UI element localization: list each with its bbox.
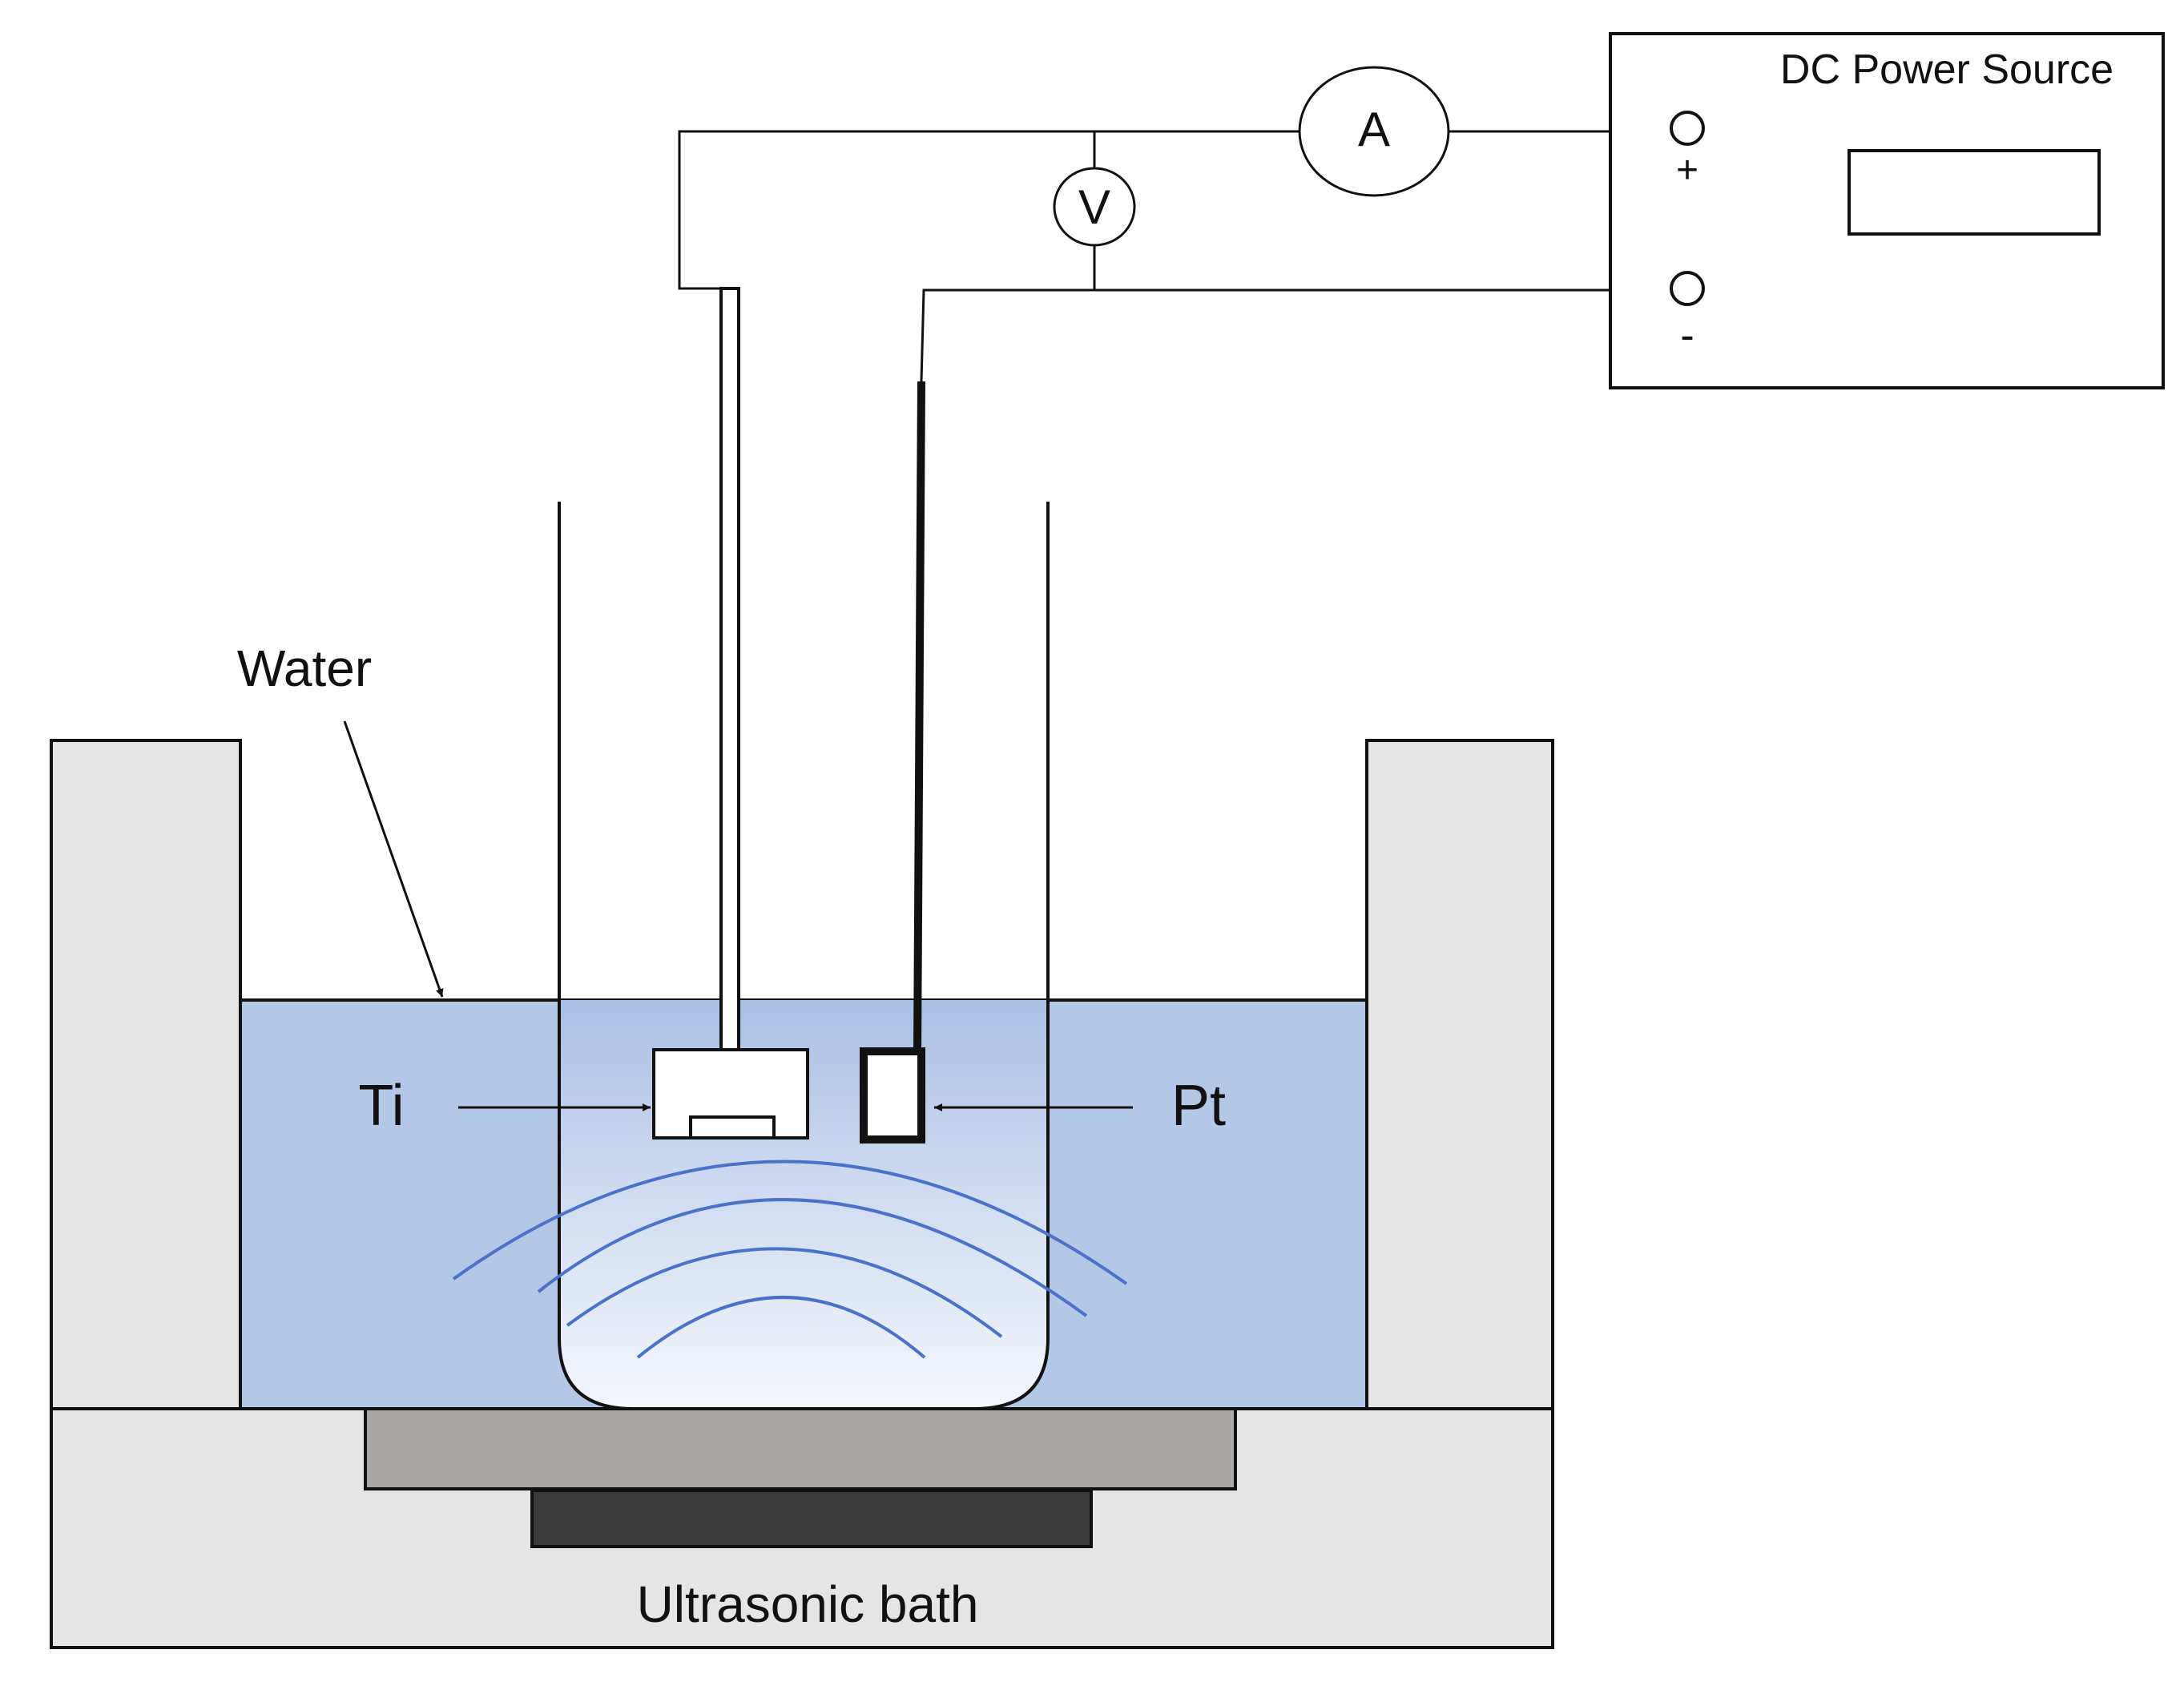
water-arrow bbox=[343, 720, 444, 998]
bath-right-wall bbox=[1365, 739, 1554, 1412]
ti-label: Ti bbox=[358, 1074, 404, 1138]
power-source-title: DC Power Source bbox=[1780, 46, 2113, 93]
voltmeter: V bbox=[1053, 167, 1136, 247]
wave-arc-2 bbox=[537, 1198, 1088, 1317]
dc-power-source: DC Power Source + - bbox=[1609, 32, 2165, 389]
ultrasonic-transducer bbox=[530, 1489, 1093, 1548]
power-source-display bbox=[1848, 149, 2101, 236]
negative-terminal-label: - bbox=[1680, 313, 1694, 359]
ammeter-label: A bbox=[1358, 103, 1390, 156]
anode-wire bbox=[678, 130, 1300, 290]
wave-arc-1 bbox=[452, 1160, 1128, 1285]
ultrasonic-waves bbox=[452, 1160, 1128, 1359]
pt-electrode bbox=[860, 381, 925, 1144]
ammeter-circle bbox=[1298, 66, 1450, 197]
bath-left-wall bbox=[50, 739, 242, 1412]
vibration-plate bbox=[364, 1407, 1237, 1490]
positive-terminal bbox=[1670, 111, 1705, 146]
ultrasonic-bath-label: Ultrasonic bath bbox=[637, 1575, 979, 1633]
cathode-wire bbox=[920, 288, 1668, 382]
positive-terminal-label: + bbox=[1676, 149, 1698, 192]
voltmeter-label: V bbox=[1078, 180, 1110, 234]
wave-arc-4 bbox=[636, 1296, 926, 1359]
voltmeter-circle bbox=[1053, 167, 1136, 247]
negative-terminal bbox=[1670, 271, 1705, 306]
pt-label: Pt bbox=[1171, 1074, 1226, 1138]
ammeter: A bbox=[1298, 66, 1450, 197]
circuit-wires bbox=[678, 130, 1668, 382]
water-label: Water bbox=[237, 639, 372, 697]
pt-foil bbox=[860, 1047, 925, 1144]
pt-wire bbox=[913, 381, 925, 1052]
ti-electrode bbox=[652, 287, 809, 1139]
beaker-wall bbox=[558, 502, 1050, 1410]
ti-rod bbox=[719, 287, 740, 1051]
wave-arc-3 bbox=[566, 1247, 1003, 1338]
ti-sample bbox=[689, 1115, 776, 1139]
